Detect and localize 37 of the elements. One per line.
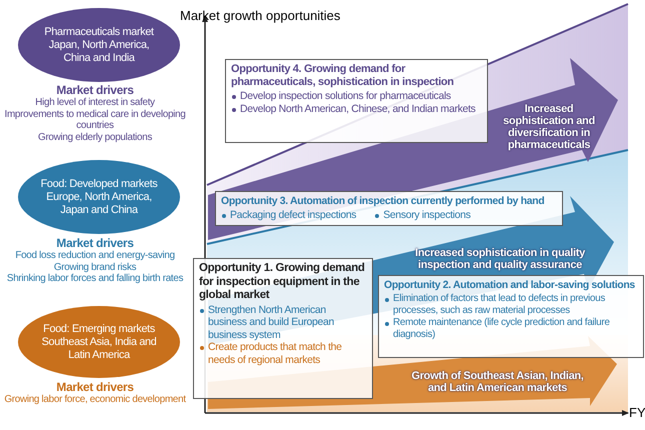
arrow-label: Increased sophistication in quality inspection and quality assurance [414, 247, 586, 271]
region-text: Southeast Asia, India and Latin America [40, 336, 158, 362]
opportunity-heading: Opportunity 1. Growing demand for inspection equipment in the global market [199, 262, 366, 302]
drivers-heading: Market drivers [55, 83, 135, 97]
bullet-text: Develop inspection solutions for pharmaceuticals [240, 90, 451, 102]
driver-text: Food loss reduction and energy-saving [14, 250, 176, 262]
opportunity-heading: Opportunity 2. Automation and labor-saving solutions [384, 279, 636, 292]
axis-title: FY [629, 405, 645, 420]
bullet-text: Strengthen North American business and build European business system [208, 304, 334, 340]
drivers-heading: Market drivers [55, 236, 135, 250]
opportunity-box [225, 59, 488, 143]
opportunity-box [215, 191, 563, 226]
opportunity-box [378, 275, 644, 358]
region-text: Europe, North America, Japan and China [45, 190, 153, 216]
market-title: Food: Emerging markets [43, 322, 155, 336]
region-text: Japan, North America, China and India [48, 38, 150, 64]
market-title: Food: Developed markets [40, 178, 158, 190]
bullet-text: Develop North American, Chinese, and Indian markets [240, 102, 476, 114]
opportunity-heading: Opportunity 3. Automation of inspection currently performed by hand [221, 195, 546, 208]
arrow-label: Increased sophistication and diversification in pharmaceuticals [502, 103, 596, 151]
arrow-label: Growth of Southeast Asian, Indian, and Latin American markets [410, 370, 585, 394]
drivers-heading: Market drivers [55, 380, 135, 394]
bullet-text: Sensory inspections [383, 208, 471, 220]
driver-text: Growing elderly populations [37, 132, 153, 143]
axis-title: Market growth opportunities [180, 8, 340, 23]
driver-text: High level of interest in safety [34, 97, 156, 108]
bullet-text: Remote maintenance (life cycle prediction and failure diagnosis) [393, 316, 610, 340]
driver-text: Growing brand risks [52, 262, 138, 273]
market-title: Pharmaceuticals market [44, 26, 154, 38]
driver-text: Growing labor force, economic development [3, 394, 187, 406]
driver-text: Improvements to medical care in developing countries [4, 108, 186, 132]
bullet-text: Packaging defect inspections [230, 208, 356, 220]
bullet-text: Create products that match the needs of regional markets [208, 341, 342, 366]
opportunity-box [193, 258, 373, 399]
bullet-text: Elimination of factors that lead to defects in previous processes, such as raw material processes [393, 292, 605, 316]
driver-text: Shrinking labor forces and falling birth rates [6, 273, 184, 284]
opportunity-heading: Opportunity 4. Growing demand for pharmaceuticals, sophistication in inspection [231, 63, 455, 89]
